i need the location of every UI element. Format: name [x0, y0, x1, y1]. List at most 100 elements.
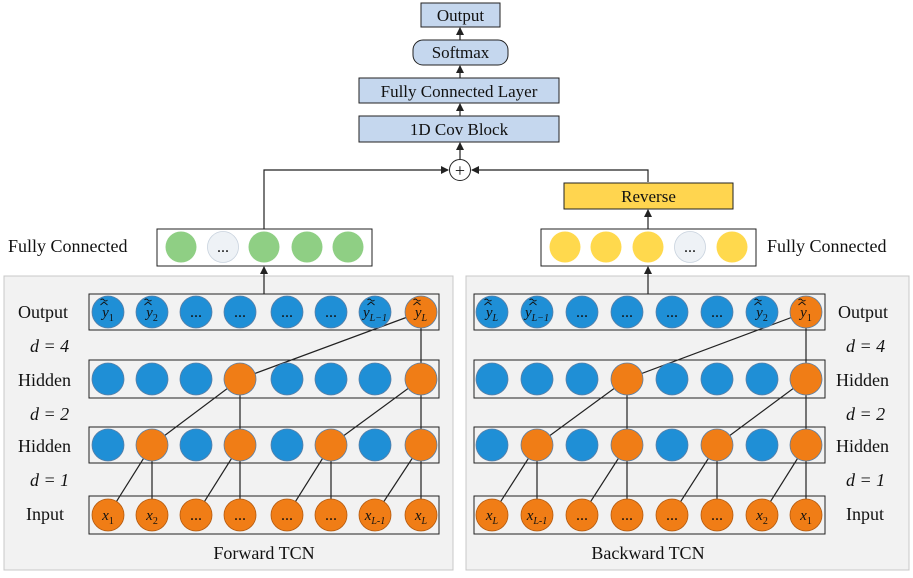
- backward-hidden-bottom-node: [610, 428, 644, 462]
- forward-output-node: [314, 295, 348, 329]
- forward-hidden-bottom-node: [91, 428, 125, 462]
- tilde-accent: [413, 298, 421, 302]
- connection-line: [536, 378, 628, 446]
- backward-fc-node: [590, 231, 622, 263]
- forward-hidden-bottom-node: [135, 428, 169, 462]
- output-node-label: y1: [798, 305, 812, 324]
- backward-hidden-bottom-row: [473, 426, 826, 464]
- node-ellipsis: ...: [621, 304, 633, 321]
- forward-input-node: [404, 498, 438, 532]
- connection-line: [716, 378, 807, 446]
- backward-dilation-1: d = 1: [846, 470, 885, 490]
- backward-input-node: [655, 498, 689, 532]
- forward-output-node: [91, 295, 125, 329]
- forward-hidden-top-node: [179, 362, 213, 396]
- backward-hidden-top-node: [789, 362, 823, 396]
- backward-input-node: [789, 498, 823, 532]
- backward-hidden-bottom-node: [520, 428, 554, 462]
- hat-accent: [529, 301, 537, 306]
- forward-hidden-bottom-node: [404, 428, 438, 462]
- forward-hidden-top-row: [88, 359, 440, 399]
- backward-output-node: [610, 295, 644, 329]
- backward-input-node: [520, 498, 554, 532]
- forward-hidden-top-node: [314, 362, 348, 396]
- backward-fc-node: [549, 231, 581, 263]
- output-node-label: yL−1: [523, 305, 549, 324]
- forward-hidden-bottom-node: [358, 428, 392, 462]
- forward-branch-connector: [263, 166, 449, 229]
- input-node-label: xL: [414, 508, 428, 527]
- backward-row-label-output: Output: [838, 302, 888, 322]
- forward-input-row: [88, 495, 440, 535]
- backward-fc-node: [674, 231, 706, 263]
- forward-output-node: [404, 295, 438, 329]
- output-node-label: y2: [754, 305, 768, 324]
- backward-output-node: [789, 295, 823, 329]
- forward-output-node: [135, 295, 169, 329]
- forward-output-node: [179, 295, 213, 329]
- backward-hidden-top-node: [700, 362, 734, 396]
- forward-dilation-2: d = 2: [30, 404, 69, 424]
- tilde-accent: [484, 298, 492, 302]
- fully-connected-left-label: Fully Connected: [8, 236, 128, 256]
- backward-input-node: [700, 498, 734, 532]
- tilde-accent: [798, 298, 806, 302]
- forward-fc-node: [248, 231, 280, 263]
- input-node-label: xL-1: [364, 508, 386, 527]
- cov-block-label: 1D Cov Block: [410, 120, 509, 139]
- backward-dilation-4: d = 4: [846, 336, 885, 356]
- forward-input-node: [223, 498, 257, 532]
- hat-accent: [367, 301, 375, 306]
- tilde-accent: [100, 298, 108, 302]
- node-ellipsis: ...: [666, 304, 678, 321]
- node-ellipsis: ...: [711, 304, 723, 321]
- backward-branch-connector: [471, 166, 649, 182]
- forward-hidden-bottom-node: [223, 428, 257, 462]
- node-ellipsis: ...: [281, 304, 293, 321]
- output-node-label: y2: [144, 305, 158, 324]
- hat-accent: [144, 301, 152, 306]
- backward-fc-node: [716, 231, 748, 263]
- input-node-label: x2: [145, 508, 158, 527]
- backward-hidden-top-node: [745, 362, 779, 396]
- backward-row-label-input: Input: [846, 504, 884, 524]
- node-ellipsis: ...: [190, 304, 202, 321]
- forward-hidden-bottom-node: [270, 428, 304, 462]
- forward-hidden-top-node: [223, 362, 257, 396]
- sum-node: [449, 159, 471, 181]
- connection-line: [626, 311, 807, 380]
- fully-connected-right-nodes: ...: [549, 231, 748, 263]
- forward-input-node: [135, 498, 169, 532]
- backward-output-node: [655, 295, 689, 329]
- output-node-label: yL−1: [361, 305, 387, 324]
- tilde-accent: [144, 298, 152, 302]
- reverse-box: [563, 182, 734, 210]
- hat-accent: [100, 301, 108, 306]
- forward-row-label-input: Input: [26, 504, 64, 524]
- backward-input-node: [565, 498, 599, 532]
- forward-fc-node: [332, 231, 364, 263]
- node-ellipsis: ...: [325, 507, 337, 524]
- backward-hidden-top-node: [565, 362, 599, 396]
- forward-input-node: [270, 498, 304, 532]
- fully-connected-right-label: Fully Connected: [767, 236, 887, 256]
- forward-output-node: [358, 295, 392, 329]
- forward-hidden-bottom-row: [88, 426, 440, 464]
- forward-input-node: [358, 498, 392, 532]
- backward-dilation-2: d = 2: [846, 404, 885, 424]
- forward-fc-node: [165, 231, 197, 263]
- fc-ellipsis: ...: [217, 239, 229, 256]
- forward-hidden-top-node: [404, 362, 438, 396]
- connection-line: [239, 311, 422, 380]
- backward-tcn-title: Backward TCN: [591, 543, 704, 563]
- connection-line: [151, 378, 241, 446]
- backward-input-row: [473, 495, 826, 535]
- backward-fc-node: [632, 231, 664, 263]
- output-node-label: yL: [413, 305, 428, 324]
- forward-dilation-4: d = 4: [30, 336, 69, 356]
- output-node-label: y1: [100, 305, 114, 324]
